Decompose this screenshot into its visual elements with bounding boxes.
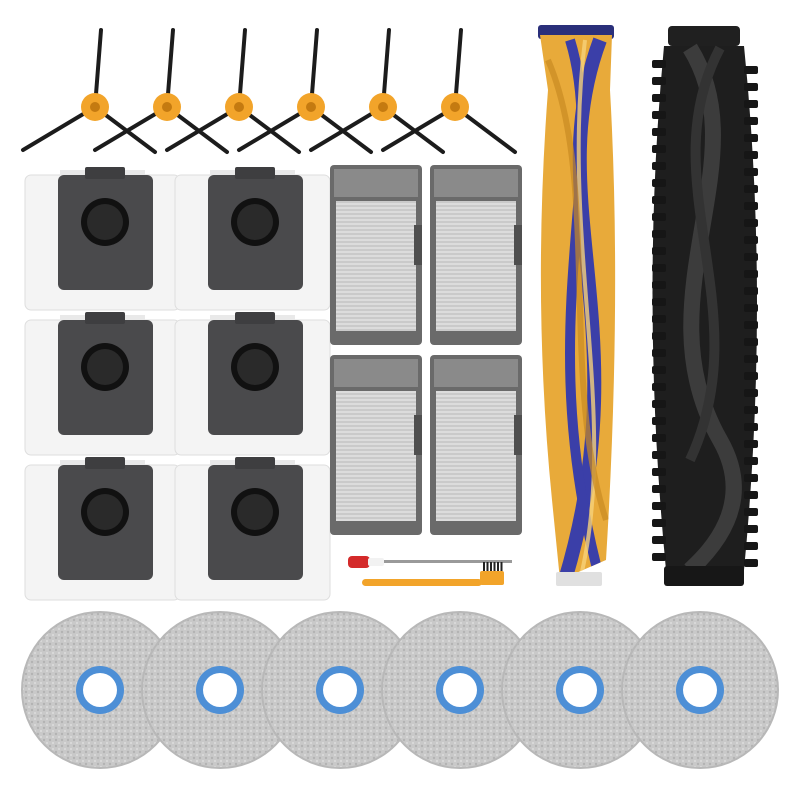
dust-bag <box>174 167 331 311</box>
hepa-filter <box>430 165 522 345</box>
hepa-filter <box>330 355 422 535</box>
side-brush <box>381 28 517 154</box>
side-brush <box>309 28 445 154</box>
dust-bag <box>174 457 331 601</box>
bristle-roller-brush <box>538 25 616 586</box>
hepa-filter <box>430 355 522 535</box>
mop-pad <box>261 611 419 769</box>
mop-pad <box>381 611 539 769</box>
hepa-filters-group <box>330 165 522 535</box>
mop-pad <box>21 611 179 769</box>
side-brush <box>237 28 373 154</box>
side-brush <box>165 28 301 154</box>
side-brush <box>21 28 157 154</box>
mop-pads-group <box>21 611 779 769</box>
screwdriver <box>348 556 512 568</box>
dust-bag <box>174 312 331 456</box>
cleaning-brush <box>362 562 504 586</box>
dust-bags-group <box>24 167 331 601</box>
dust-bag <box>24 167 181 311</box>
side-brush <box>93 28 229 154</box>
mop-pad <box>621 611 779 769</box>
dust-bag <box>24 457 181 601</box>
rubber-roller-brush <box>652 26 758 586</box>
dust-bag <box>24 312 181 456</box>
side-brushes-group <box>21 28 517 154</box>
mop-pad <box>501 611 659 769</box>
hepa-filter <box>330 165 422 345</box>
